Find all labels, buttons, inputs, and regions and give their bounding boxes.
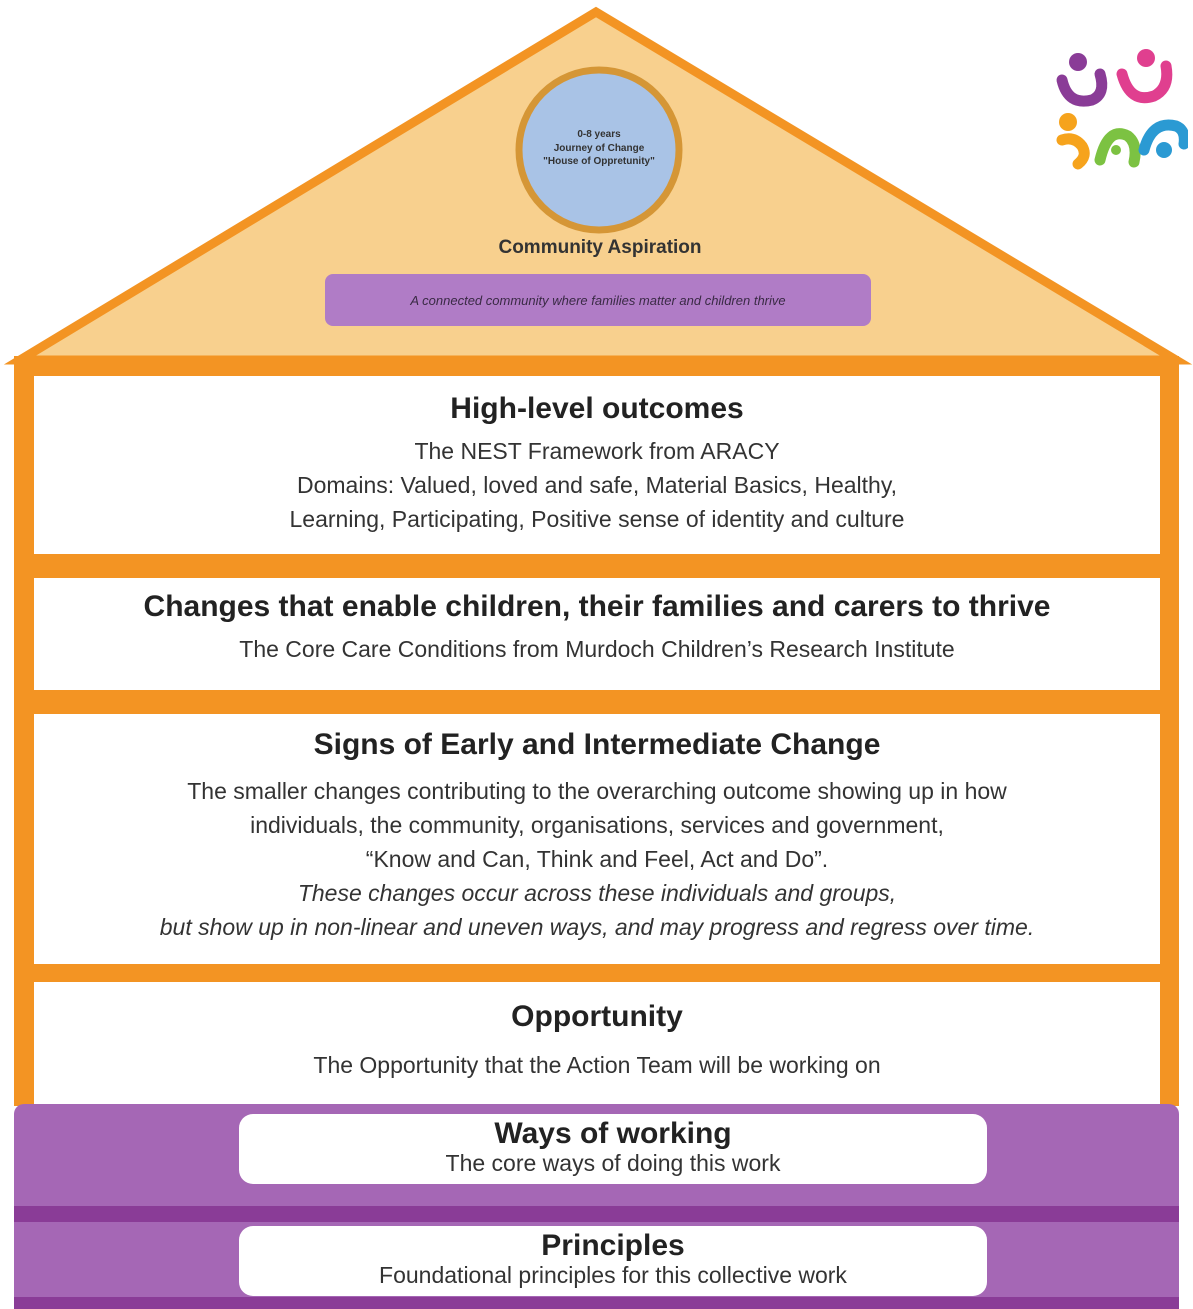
badge-line: Journey of Change [553, 142, 645, 154]
section-title: Signs of Early and Intermediate Change [313, 728, 881, 761]
community-figures-logo [1056, 49, 1188, 170]
ways-of-working-text: The core ways of doing this work [445, 1150, 781, 1176]
badge-line: 0-8 years [577, 129, 621, 140]
band-bottom-edge [14, 1297, 1179, 1309]
section-line: “Know and Can, Think and Feel, Act and D… [365, 846, 829, 872]
principles-text: Foundational principles for this collect… [379, 1262, 847, 1288]
section-line: The smaller changes contributing to the … [187, 778, 1007, 804]
band-divider [14, 1206, 1179, 1222]
badge-line: "House of Oppretunity" [543, 156, 655, 167]
section-line: The NEST Framework from ARACY [414, 438, 780, 464]
section-italic-line: but show up in non-linear and uneven way… [159, 914, 1035, 940]
journey-badge-text: 0-8 years Journey of Change "House of Op… [519, 128, 679, 169]
enabling-changes-section: Changes that enable children, their fami… [34, 578, 1160, 690]
ways-of-working-pill: Ways of working The core ways of doing t… [239, 1114, 987, 1184]
section-title: Changes that enable children, their fami… [143, 590, 1051, 623]
principles-pill: Principles Foundational principles for t… [239, 1226, 987, 1296]
principles-band: Principles Foundational principles for t… [14, 1222, 1179, 1309]
community-aspiration-label: Community Aspiration [498, 237, 702, 258]
ways-of-working-title: Ways of working [494, 1117, 732, 1150]
section-italic-line: These changes occur across these individ… [297, 880, 897, 906]
high-level-outcomes-section: High-level outcomes The NEST Framework f… [34, 376, 1160, 554]
section-line: Domains: Valued, loved and safe, Materia… [297, 472, 897, 498]
signs-of-change-section: Signs of Early and Intermediate Change T… [34, 714, 1160, 964]
section-line: individuals, the community, organisation… [250, 812, 944, 838]
section-line: The Opportunity that the Action Team wil… [313, 1052, 881, 1078]
section-line: The Core Care Conditions from Murdoch Ch… [239, 636, 955, 662]
journey-badge-circle [515, 66, 683, 234]
community-aspiration-statement: A connected community where families mat… [325, 274, 871, 326]
section-title: High-level outcomes [450, 392, 744, 425]
principles-title: Principles [541, 1229, 685, 1262]
section-line: Learning, Participating, Positive sense … [289, 506, 905, 532]
section-title: Opportunity [511, 1000, 683, 1033]
opportunity-section: Opportunity The Opportunity that the Act… [34, 982, 1160, 1106]
house-roof [3, 6, 1193, 376]
ways-of-working-band: Ways of working The core ways of doing t… [14, 1104, 1179, 1206]
